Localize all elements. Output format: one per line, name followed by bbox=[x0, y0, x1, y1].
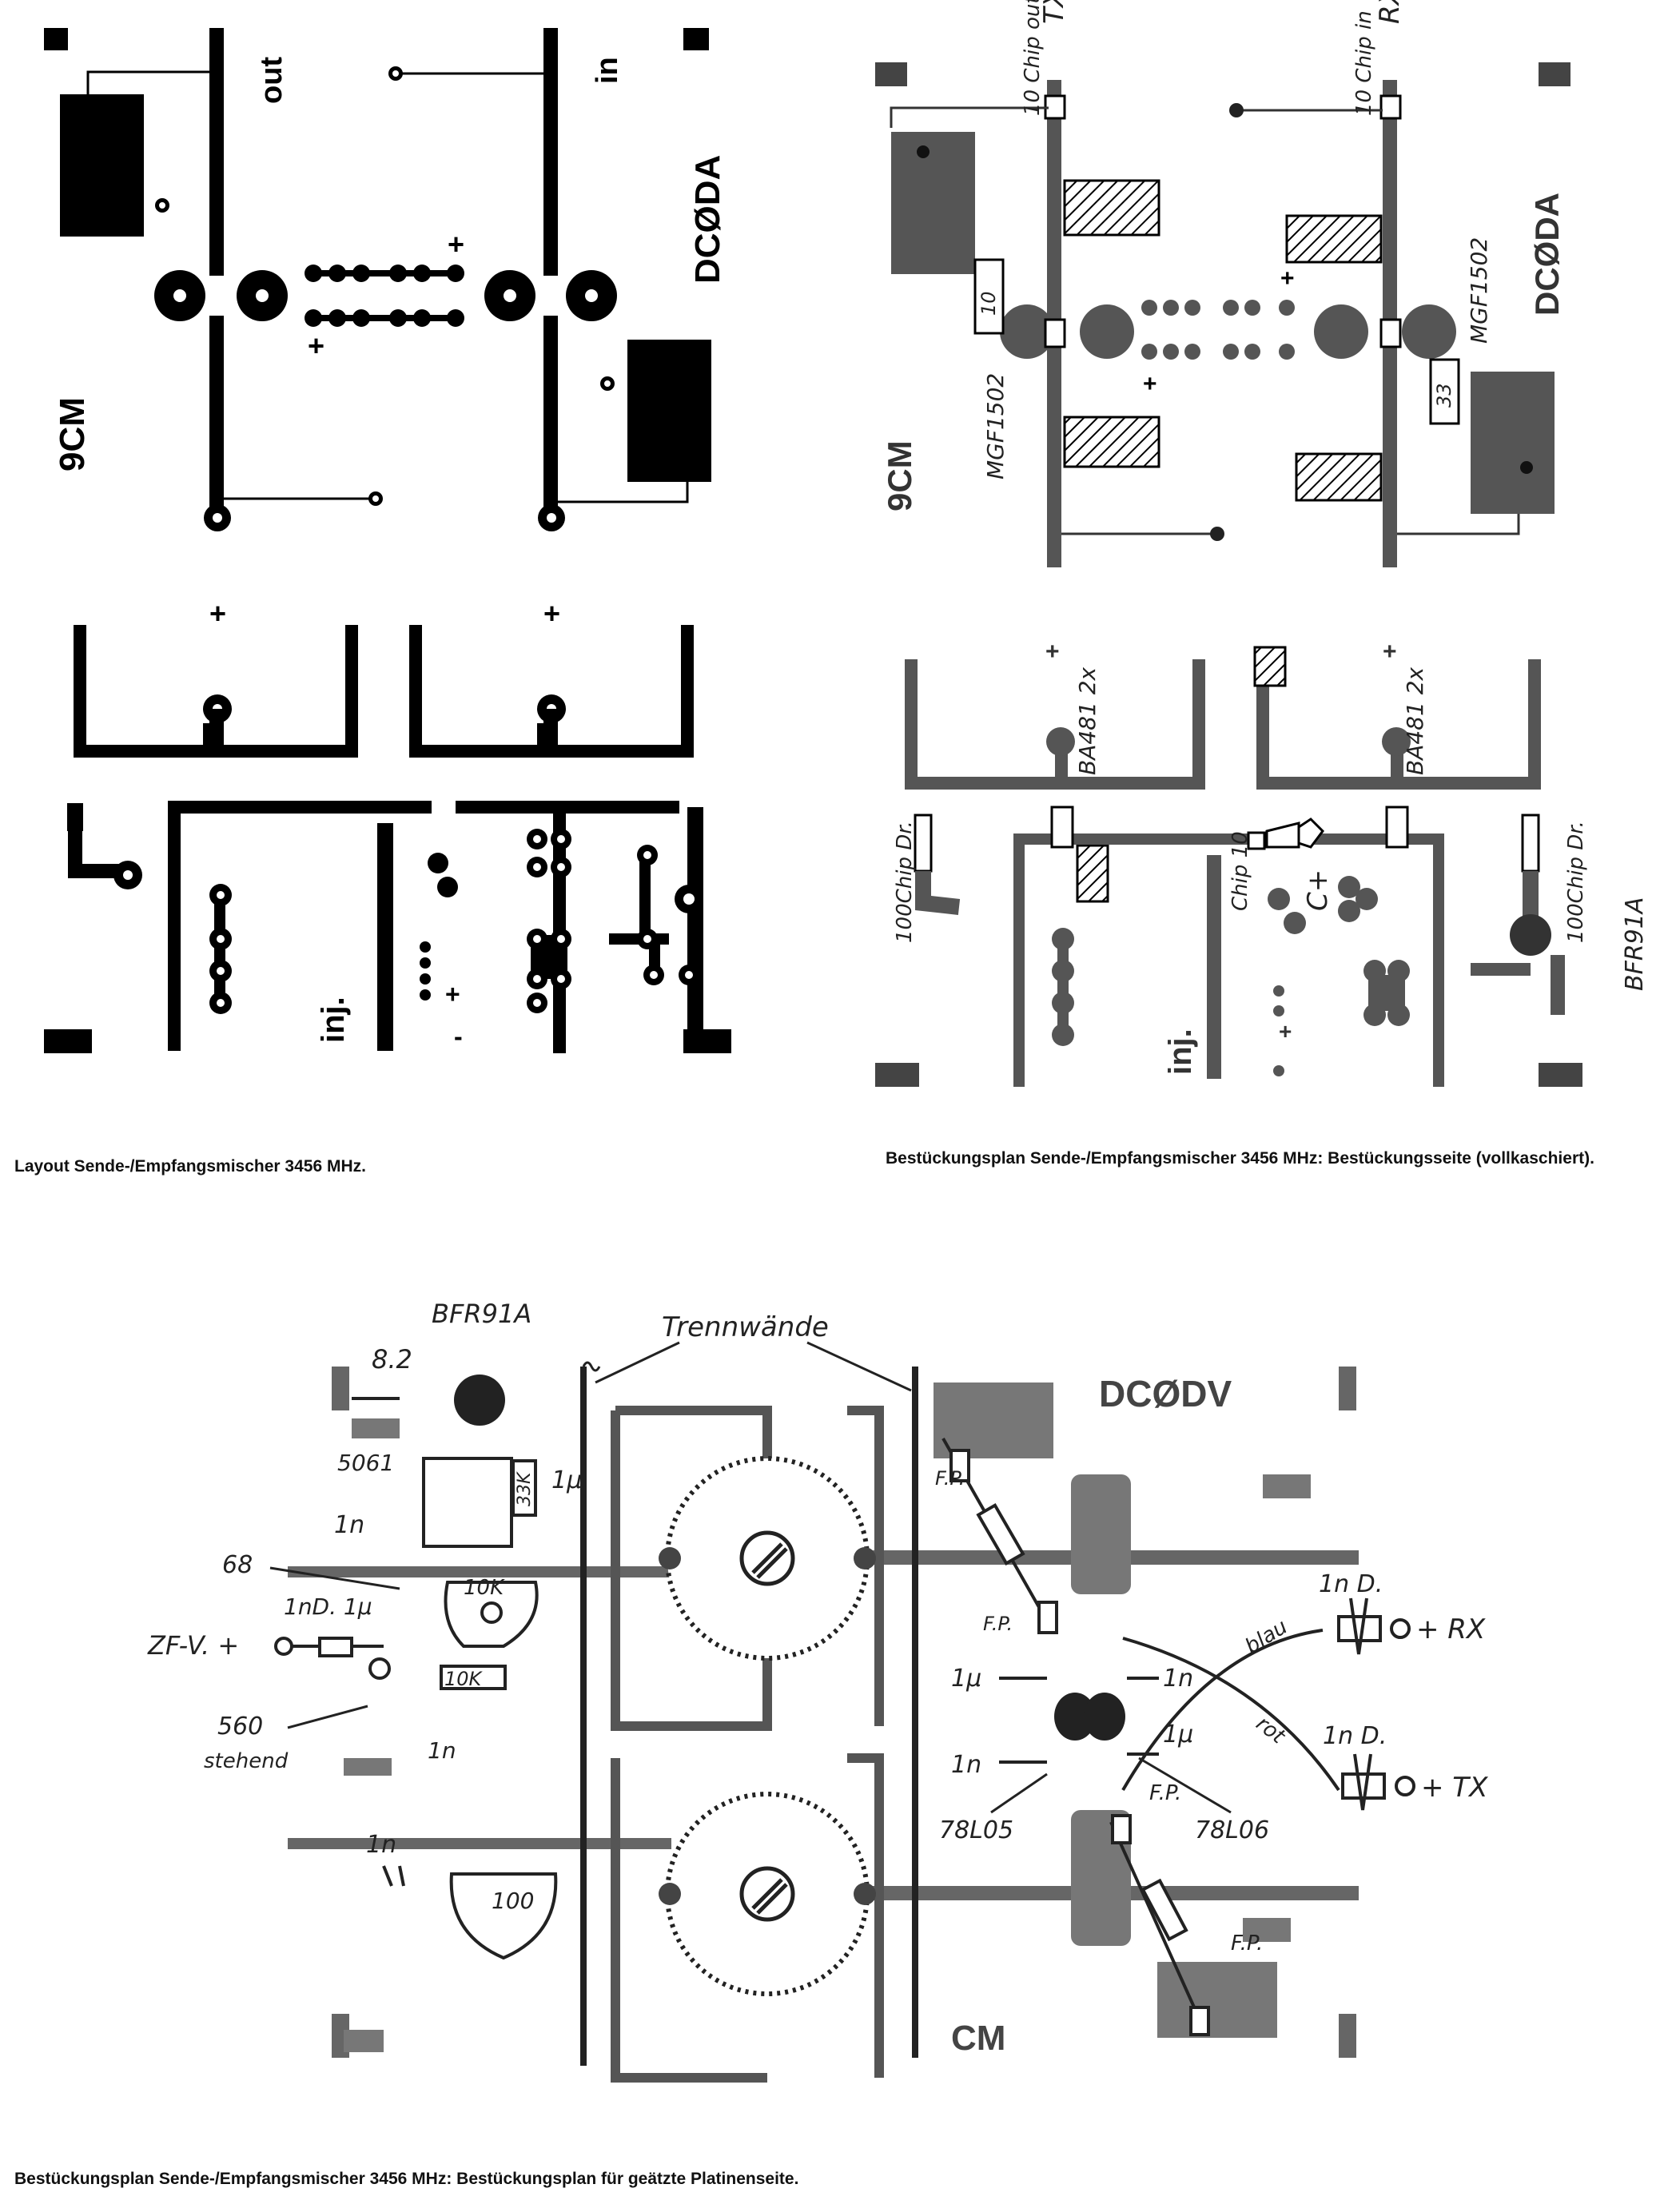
c1u-top-label: 1μ bbox=[551, 1466, 582, 1494]
layout-caption: Layout Sende-/Empfangsmischer 3456 MHz. bbox=[14, 1157, 366, 1176]
r-right-label: 33 bbox=[1433, 383, 1455, 408]
c1n-top-label: 1n bbox=[334, 1511, 364, 1539]
c1n-a-label: 1n bbox=[1163, 1665, 1193, 1693]
reg2-label: 78L06 bbox=[1195, 1816, 1269, 1844]
component-side-panel: + + 10 Chip out 10 Chip in TX RX DCØDA 9… bbox=[863, 0, 1672, 1095]
out-label: out bbox=[255, 57, 289, 104]
etched-side-drawing: Trennwände BFR91A 8.2 5061 33K 1μ 1n 68 … bbox=[147, 1299, 1488, 2083]
diode-right-label: BA481 2x bbox=[1402, 666, 1428, 775]
c-plus-label: C+ bbox=[1302, 869, 1334, 911]
plus-sign-inj2: + bbox=[1279, 1019, 1292, 1044]
stehend-label: stehend bbox=[204, 1749, 289, 1773]
c1n-b-label: 1n bbox=[951, 1751, 981, 1779]
inj-label: inj. bbox=[316, 997, 351, 1043]
plus-sign-l2: + bbox=[1045, 639, 1060, 665]
plus-sign-r2: + bbox=[1383, 639, 1397, 665]
plus-sign-c2: + bbox=[1143, 371, 1157, 397]
layout-drawing: + + out in DCØDA 9CM + + + - bbox=[44, 28, 731, 1053]
blau-label: blau bbox=[1241, 1615, 1292, 1659]
plus-sign-c1: + bbox=[1280, 265, 1295, 292]
plus-sign-inj: + bbox=[445, 980, 460, 1009]
rot-label: rot bbox=[1252, 1712, 1290, 1749]
fet-left-label: MGF1502 bbox=[982, 373, 1009, 479]
minus-sign-inj: - bbox=[454, 1022, 463, 1051]
zf-label: ZF-V. + bbox=[147, 1630, 239, 1661]
chip-in-label: 10 Chip in bbox=[1352, 10, 1376, 116]
fp3-label: F.P. bbox=[1149, 1781, 1181, 1805]
component-side-drawing: + + 10 Chip out 10 Chip in TX RX DCØDA 9… bbox=[875, 0, 1649, 1087]
fp2-label: F.P. bbox=[983, 1613, 1013, 1635]
in-label: in bbox=[591, 57, 624, 84]
etched-side-caption: Bestückungsplan Sende-/Empfangsmischer 3… bbox=[14, 2170, 799, 2188]
layout-panel: + + out in DCØDA 9CM + + + - bbox=[0, 0, 799, 1095]
c1n-mid-label: 1n bbox=[428, 1737, 456, 1764]
plus-sign-mid: + bbox=[308, 329, 324, 362]
etched-side-panel: Trennwände BFR91A 8.2 5061 33K 1μ 1n 68 … bbox=[128, 1279, 1630, 2142]
plus-sign-left: + bbox=[209, 597, 226, 630]
r82-label: 8.2 bbox=[372, 1344, 412, 1375]
choke-left-label: 100Chip Dr. bbox=[893, 821, 917, 943]
transistor-label: BFR91A bbox=[1621, 897, 1649, 991]
component-side-caption: Bestückungsplan Sende-/Empfangsmischer 3… bbox=[886, 1149, 1594, 1168]
diode-left-label: BA481 2x bbox=[1074, 666, 1101, 775]
tx-label: TX bbox=[1038, 0, 1070, 24]
band-label-2: 9CM bbox=[881, 440, 918, 511]
r5061-label: 5061 bbox=[337, 1450, 394, 1476]
r100-label: 100 bbox=[492, 1888, 534, 1914]
band-label: 9CM bbox=[53, 397, 92, 471]
choke-right-label: 100Chip Dr. bbox=[1564, 821, 1588, 943]
d-tx-label: 1n D. bbox=[1323, 1722, 1387, 1750]
d1n1u-label: 1nD. 1μ bbox=[284, 1593, 372, 1620]
callsign-label: DCØDA bbox=[688, 155, 727, 284]
plus-sign-top: + bbox=[448, 228, 464, 261]
r33k-label: 33K bbox=[515, 1471, 535, 1506]
inj-label-2: inj. bbox=[1163, 1028, 1198, 1075]
cm-label: CM bbox=[951, 2019, 1005, 2058]
callsign-label-3: DCØDV bbox=[1099, 1373, 1232, 1414]
c1u-a-label: 1μ bbox=[951, 1665, 981, 1693]
r560-label: 560 bbox=[217, 1713, 263, 1741]
r10k-a-label: 10K bbox=[464, 1576, 505, 1600]
bfr91a-label: BFR91A bbox=[432, 1299, 531, 1329]
c1n-low-label: 1n bbox=[366, 1831, 396, 1859]
rx-label: RX bbox=[1374, 0, 1406, 24]
plus-sign-right: + bbox=[543, 597, 560, 630]
fp1-label: F.P. bbox=[935, 1467, 965, 1490]
trennwaende-label: Trennwände bbox=[662, 1311, 829, 1343]
fp4-label: F.P. bbox=[1231, 1932, 1263, 1955]
chip-out-label: 10 Chip out bbox=[1021, 0, 1045, 116]
d-rx-label: 1n D. bbox=[1319, 1570, 1383, 1598]
r68-label: 68 bbox=[222, 1551, 253, 1579]
chip10-label: Chip 10 bbox=[1228, 831, 1252, 911]
callsign-label-2: DCØDA bbox=[1528, 193, 1566, 316]
reg1-label: 78L05 bbox=[939, 1816, 1013, 1844]
rx-plus-label: + RX bbox=[1416, 1613, 1486, 1645]
tx-plus-label: + TX bbox=[1421, 1772, 1488, 1804]
r10k-b-label: 10K bbox=[444, 1668, 484, 1690]
r-left-label: 10 bbox=[977, 291, 1000, 316]
fet-right-label: MGF1502 bbox=[1466, 237, 1492, 344]
